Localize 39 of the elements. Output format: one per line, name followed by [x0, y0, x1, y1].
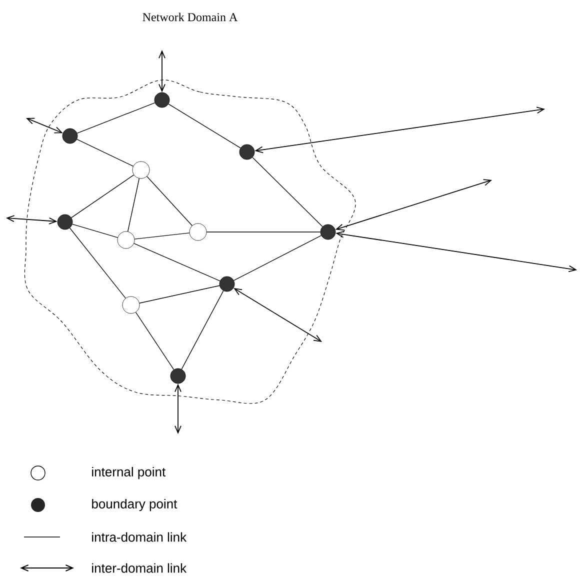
link-line — [134, 243, 220, 282]
double-arrow — [234, 288, 322, 342]
link-line — [71, 174, 134, 218]
link-line — [76, 138, 134, 167]
legend-text: intra-domain link — [92, 532, 187, 542]
link-line — [134, 232, 190, 240]
link-line — [181, 290, 224, 370]
link-line — [72, 224, 118, 238]
legend-text: internal point — [92, 466, 166, 480]
double-arrow — [174, 384, 182, 434]
boundary-point — [154, 92, 170, 108]
link-line — [146, 176, 192, 226]
double-arrow — [335, 179, 492, 231]
boundary-point — [219, 276, 235, 292]
double-arrow — [158, 50, 166, 92]
link-line — [168, 104, 241, 148]
link-line — [76, 102, 156, 134]
link-line — [139, 285, 220, 304]
internal-point — [122, 296, 140, 314]
boundary-point — [170, 368, 186, 384]
link-line — [69, 228, 126, 299]
double-arrow — [254, 106, 546, 154]
legend-text: inter-domain link — [92, 563, 187, 573]
link-line — [234, 235, 322, 281]
internal-point — [189, 223, 207, 241]
boundary-point — [62, 128, 78, 144]
domain-title: Network Domain A — [142, 12, 238, 22]
internal-point — [132, 161, 150, 179]
double-arrow — [26, 118, 63, 134]
boundary-point — [320, 224, 336, 240]
boundary-point — [57, 214, 73, 230]
link-line — [135, 312, 174, 370]
link-line — [252, 157, 323, 227]
double-arrow — [336, 230, 577, 272]
legend-text: boundary point — [92, 498, 178, 512]
link-line — [127, 178, 140, 232]
boundary-point — [239, 144, 255, 160]
internal-point — [117, 231, 135, 249]
double-arrow — [6, 215, 58, 224]
